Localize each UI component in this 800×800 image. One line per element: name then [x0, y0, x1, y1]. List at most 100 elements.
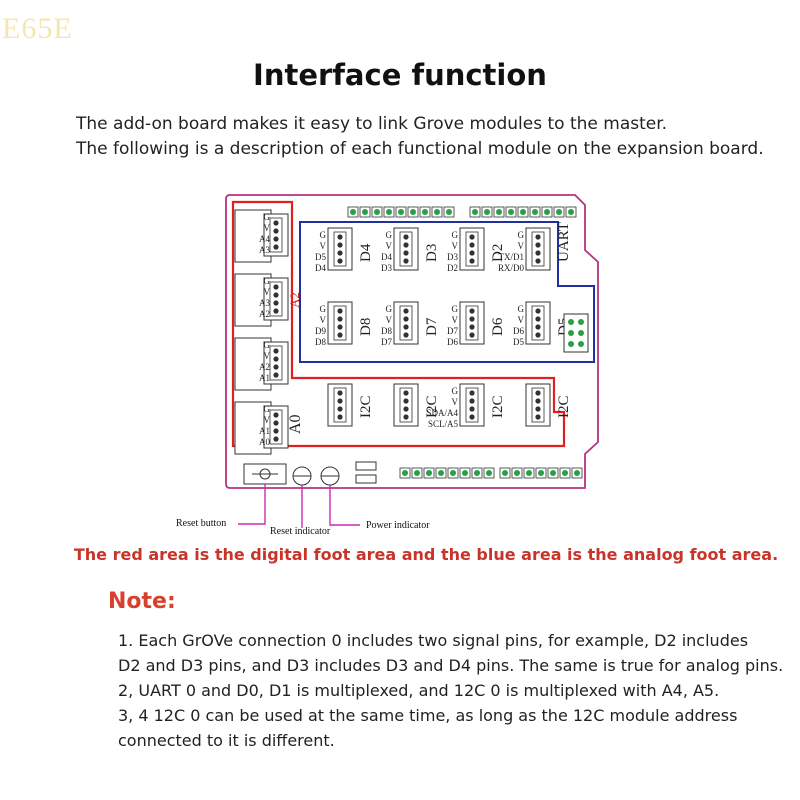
connector-label: I2C: [424, 396, 440, 419]
left-grove-connector: [263, 405, 289, 449]
bottom-header-left: [399, 467, 495, 479]
pin-label: V: [264, 287, 271, 297]
note-body: 1. Each GrOVe connection 0 includes two …: [118, 628, 783, 753]
pin-label: G: [264, 404, 271, 414]
note-line-5: connected to it is different.: [118, 731, 335, 750]
blue-area-outline: [299, 221, 595, 363]
pin-label: D5: [513, 337, 524, 347]
pin-label: D2: [447, 263, 458, 273]
bottom-header-right: [499, 467, 583, 479]
grove-connector-d6: [459, 301, 485, 345]
pin-label: SDA/A4: [426, 408, 458, 418]
pin-label: V: [452, 315, 459, 325]
pin-label: A3: [259, 298, 270, 308]
grove-connector-d8: [327, 301, 353, 345]
pin-label: D7: [381, 337, 392, 347]
pin-label: D5: [315, 252, 326, 262]
pin-label: G: [452, 230, 459, 240]
pin-label: D4: [315, 263, 326, 273]
watermark: E65E: [2, 12, 73, 45]
pin-label: V: [386, 315, 393, 325]
pin-label: V: [264, 223, 271, 233]
note-line-3: 2, UART 0 and D0, D1 is multiplexed, and…: [118, 681, 720, 700]
grove-connector-i2c: [525, 383, 551, 427]
grove-connector-i2c: [459, 383, 485, 427]
pin-label: V: [264, 415, 271, 425]
pin-label: D8: [315, 337, 326, 347]
isp-header: [563, 313, 589, 353]
intro-line-1: The add-on board makes it easy to link G…: [76, 114, 668, 134]
power-indicator-led: [320, 466, 340, 486]
left-grove-connector: [263, 213, 289, 257]
pin-label: V: [452, 397, 459, 407]
note-line-2: D2 and D3 pins, and D3 includes D3 and D…: [118, 656, 784, 675]
pin-label: D6: [513, 326, 524, 336]
note-heading: Note:: [108, 589, 176, 614]
grove-connector-i2c: [327, 383, 353, 427]
pin-label: D3: [447, 252, 458, 262]
resistor-r2: [355, 461, 377, 471]
reset-indicator-label: Reset indicator: [270, 526, 331, 537]
grove-connector-d5: [525, 301, 551, 345]
grove-connector-d4: [327, 227, 353, 271]
page-title: Interface function: [253, 58, 547, 92]
resistor-r1: [355, 474, 377, 484]
top-header-right: [469, 206, 577, 218]
pin-label: D6: [447, 337, 458, 347]
connector-label: I2C: [490, 396, 506, 419]
pin-label: V: [320, 315, 327, 325]
power-indicator-label: Power indicator: [366, 520, 430, 531]
pin-label: G: [386, 304, 393, 314]
connector-label: UART: [556, 222, 572, 262]
a2-side-label: A2: [287, 292, 302, 308]
pin-label: D9: [315, 326, 326, 336]
grove-connector-d3: [393, 227, 419, 271]
connector-label: I2C: [556, 396, 572, 419]
red-area-outline: [231, 200, 566, 448]
grove-connector-d7: [393, 301, 419, 345]
pin-label: D7: [447, 326, 458, 336]
connector-label: I2C: [358, 396, 374, 419]
pin-label: G: [518, 304, 525, 314]
pin-label: G: [452, 304, 459, 314]
note-line-4: 3, 4 12C 0 can be used at the same time,…: [118, 706, 738, 725]
pin-label: G: [386, 230, 393, 240]
pin-label: V: [452, 241, 459, 251]
pin-label: V: [518, 315, 525, 325]
pin-label: G: [518, 230, 525, 240]
pin-label: A2: [259, 309, 270, 319]
pin-label: SCL/A5: [428, 419, 459, 429]
area-caption: The red area is the digital foot area an…: [73, 545, 779, 564]
pin-label: V: [264, 351, 271, 361]
intro-paragraph: The add-on board makes it easy to link G…: [76, 112, 764, 162]
pin-label: D3: [381, 263, 392, 273]
connector-label: D4: [358, 243, 374, 262]
left-grove-connector: [263, 277, 289, 321]
connector-label: D8: [358, 318, 374, 336]
pin-label: A1: [259, 426, 270, 436]
pin-label: D4: [381, 252, 392, 262]
pin-label: TX/D1: [499, 252, 525, 262]
grove-connector-uart: [525, 227, 551, 271]
pin-label: G: [452, 386, 459, 396]
connector-label: D7: [424, 317, 440, 336]
note-line-1: 1. Each GrOVe connection 0 includes two …: [118, 631, 749, 650]
pin-label: V: [386, 241, 393, 251]
connector-label: D6: [490, 317, 506, 336]
pin-label: A0: [259, 437, 270, 447]
reset-button: [243, 463, 287, 485]
connector-label: D3: [424, 244, 440, 262]
pin-label: V: [518, 241, 525, 251]
pin-label: A2: [259, 362, 270, 372]
pin-label: G: [320, 230, 327, 240]
power-indicator-callout: [329, 485, 360, 526]
pin-label: G: [264, 276, 271, 286]
a0-label: A0: [287, 414, 304, 434]
pin-label: A1: [259, 373, 270, 383]
pin-label: D8: [381, 326, 392, 336]
grove-connector-i2c: [393, 383, 419, 427]
reset-button-label: Reset button: [176, 518, 227, 529]
connector-label: D2: [490, 244, 506, 262]
intro-line-2: The following is a description of each f…: [76, 139, 764, 159]
